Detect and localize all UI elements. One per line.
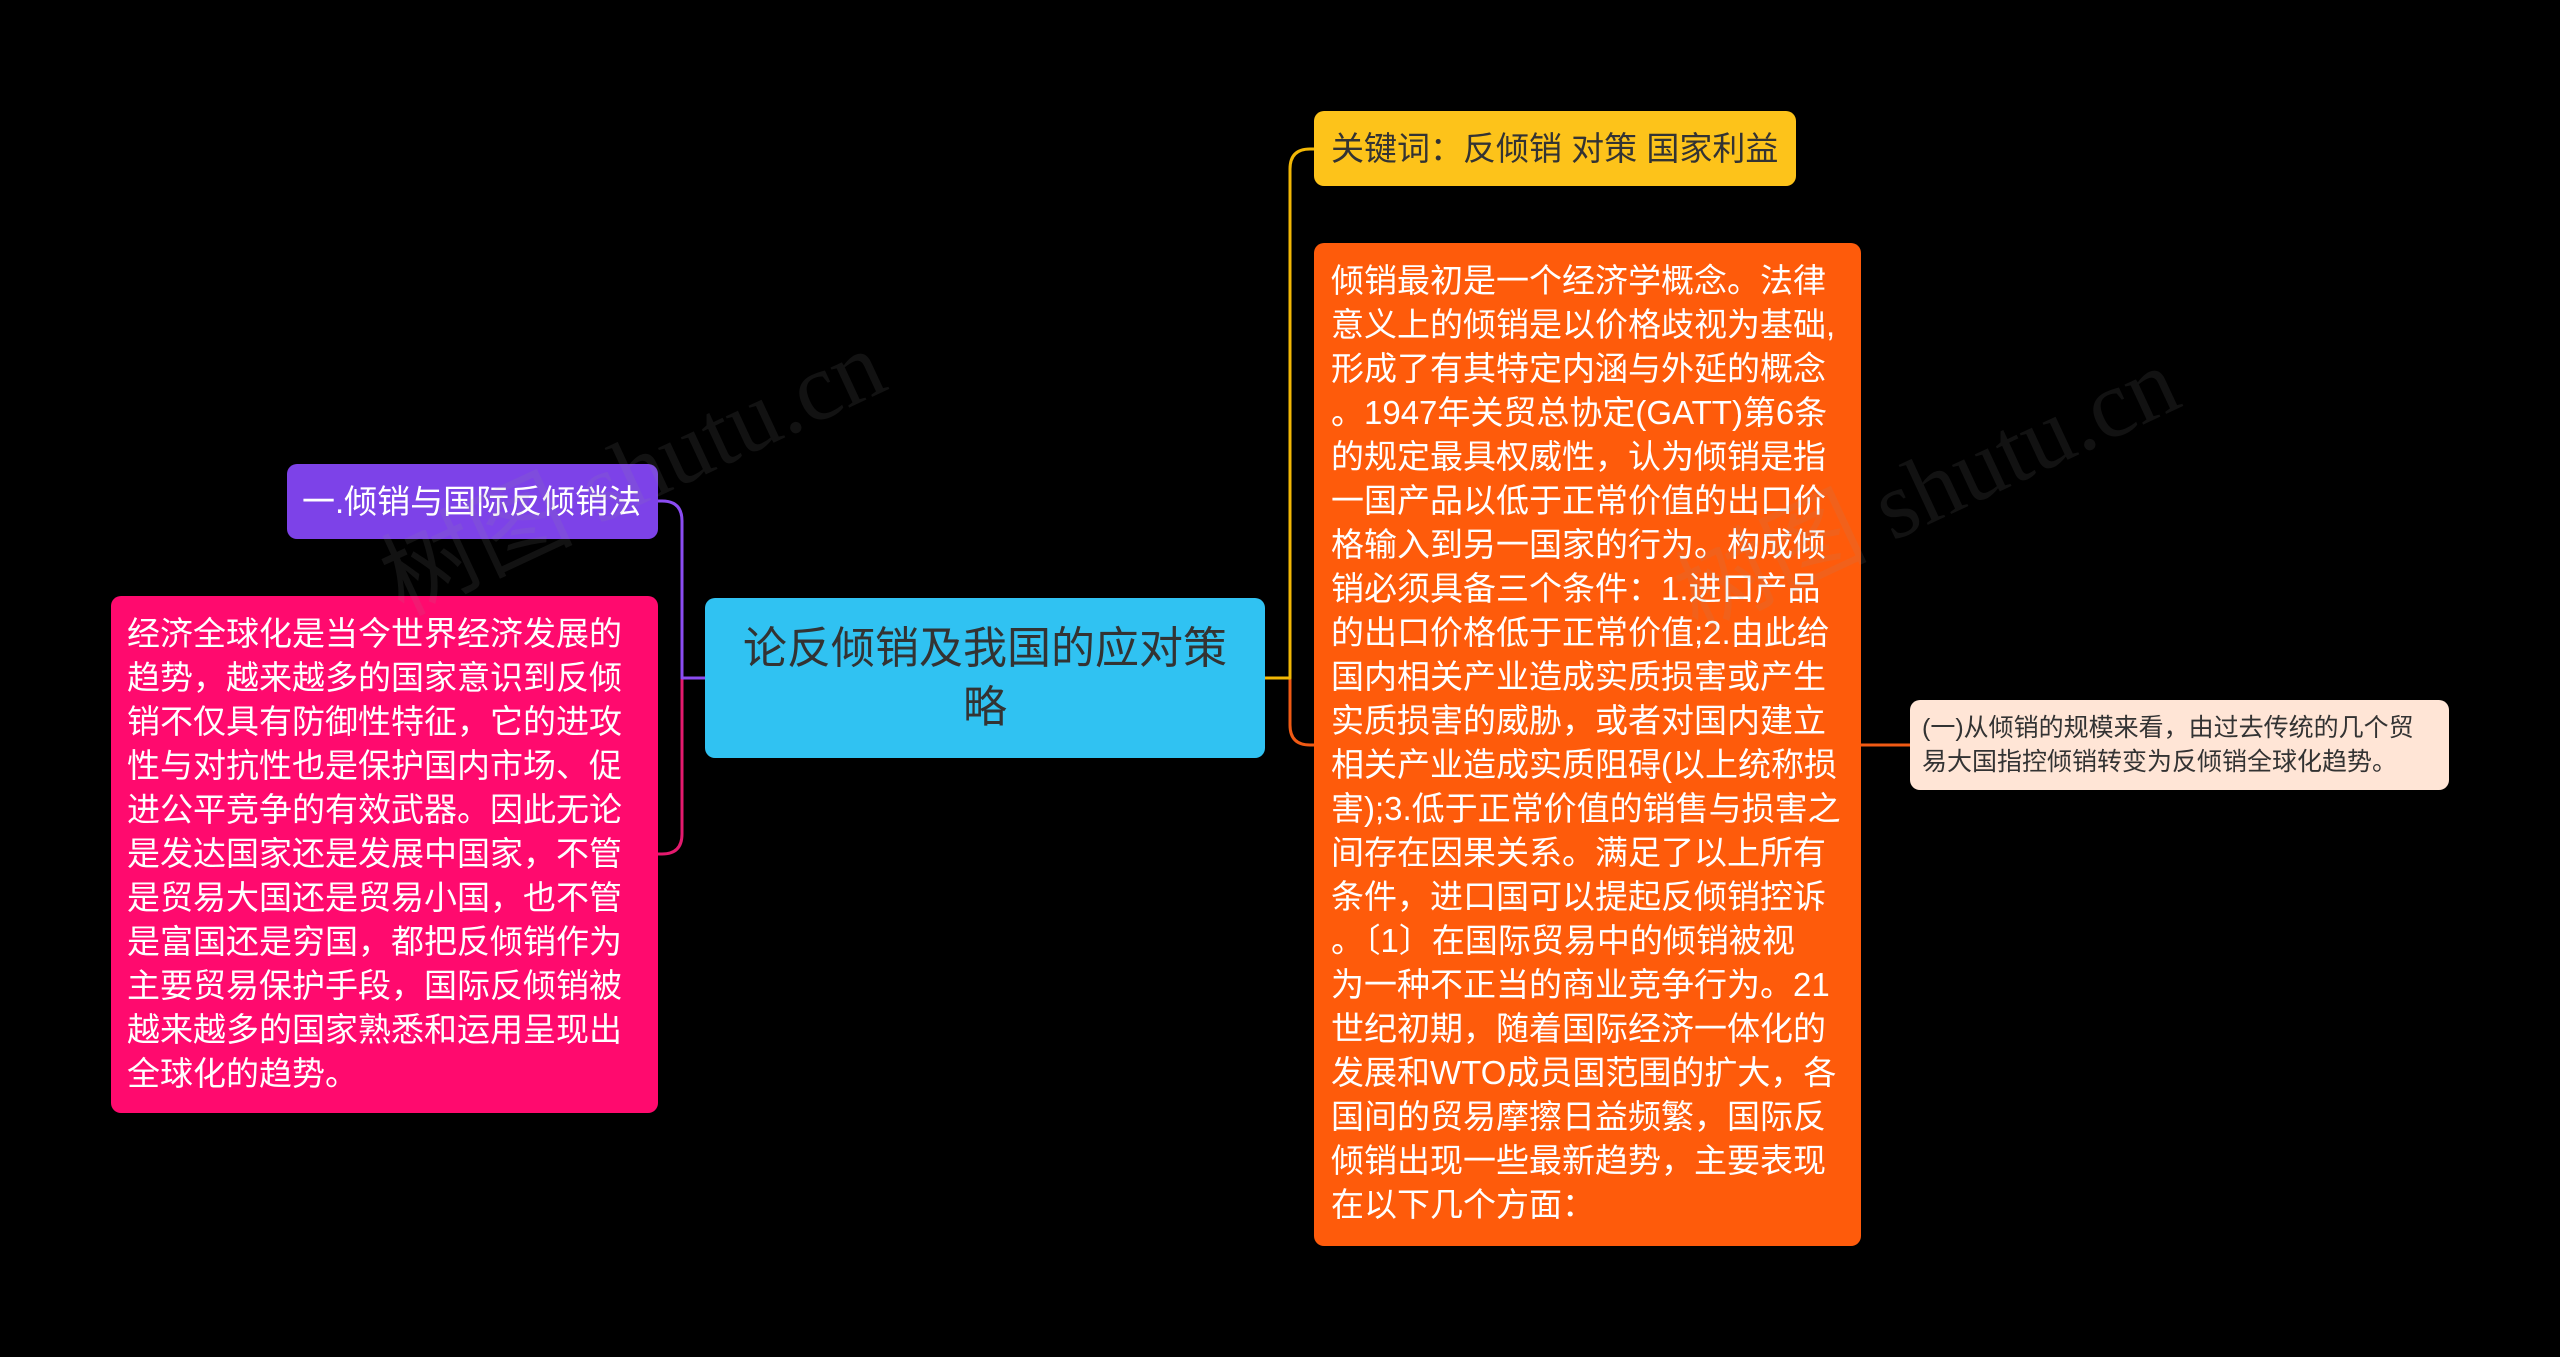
connector-root-to-keywords [1263,147,1316,680]
root-node[interactable]: 论反倾销及我国的应对策略 [705,598,1265,758]
text-line: 易大国指控倾销转变为反倾销全球化趋势。 [1922,748,2398,776]
text-line: 格输入到另一国家的行为。构成倾 [1331,526,1826,563]
text-line: 。1947年关贸总协定(GATT)第6条 [1331,394,1828,431]
text-line: 趋势，越来越多的国家意识到反倾 [127,659,622,696]
connector-root-to-pink [656,676,707,856]
text-line: 一国产品以低于正常价值的出口价 [1331,482,1826,519]
text-line: 国间的贸易摩擦日益频繁，国际反 [1331,1098,1826,1135]
text-line: 全球化的趋势。 [127,1055,358,1092]
text-line: 相关产业造成实质阻碍(以上统称损 [1331,746,1837,783]
text-line: 害);3.低于正常价值的销售与损害之 [1331,790,1841,827]
subnode-dumping-scale-trend[interactable]: (一)从倾销的规模来看，由过去传统的几个贸 易大国指控倾销转变为反倾销全球化趋势… [1910,700,2449,790]
branch-node-keywords[interactable]: 关键词：反倾销 对策 国家利益 [1314,111,1796,186]
text-line: 实质损害的威胁，或者对国内建立 [1331,702,1826,739]
text-line: 发展和WTO成员国范围的扩大，各 [1331,1054,1837,1091]
text-line: 销必须具备三个条件：1.进口产品 [1331,570,1821,607]
text-line: 的出口价格低于正常价值;2.由此给 [1331,614,1830,651]
connector-root-to-orange [1263,676,1316,747]
root-title: 论反倾销及我国的应对策略 [743,624,1227,732]
text-line: 性与对抗性也是保护国内市场、促 [127,747,622,784]
text-line: (一)从倾销的规模来看，由过去传统的几个贸 [1922,714,2414,742]
text-line: 进公平竞争的有效武器。因此无论 [127,791,622,828]
text-line: 是富国还是穷国，都把反倾销作为 [127,923,622,960]
text-line: 条件，进口国可以提起反倾销控诉 [1331,878,1826,915]
text-line: 意义上的倾销是以价格歧视为基础, [1331,306,1836,343]
text-line: 销不仅具有防御性特征，它的进攻 [127,703,622,740]
branch-node-dumping-definition[interactable]: 倾销最初是一个经济学概念。法律 意义上的倾销是以价格歧视为基础, 形成了有其特定… [1314,243,1861,1246]
branch-node-globalization[interactable]: 经济全球化是当今世界经济发展的 趋势，越来越多的国家意识到反倾 销不仅具有防御性… [111,596,658,1113]
text-line: 倾销最初是一个经济学概念。法律 [1331,262,1826,299]
text-line: 经济全球化是当今世界经济发展的 [127,615,622,652]
branch-node-dumping-law[interactable]: 一.倾销与国际反倾销法 [287,464,658,539]
text-line: 为一种不正当的商业竞争行为。21 [1331,966,1830,1003]
text-line: 倾销出现一些最新趋势，主要表现 [1331,1142,1826,1179]
text-line: 形成了有其特定内涵与外延的概念 [1331,350,1826,387]
text-line: 是贸易大国还是贸易小国，也不管 [127,879,622,916]
branch-label: 一.倾销与国际反倾销法 [302,482,642,520]
text-line: 越来越多的国家熟悉和运用呈现出 [127,1011,622,1048]
text-line: 在以下几个方面： [1331,1186,1595,1223]
text-line: 世纪初期，随着国际经济一体化的 [1331,1010,1826,1047]
text-line: 是发达国家还是发展中国家，不管 [127,835,622,872]
text-line: 。〔1〕在国际贸易中的倾销被视 [1331,922,1795,959]
connector-root-to-purple [656,499,707,680]
text-line: 的规定最具权威性，认为倾销是指 [1331,438,1826,475]
text-line: 间存在因果关系。满足了以上所有 [1331,834,1826,871]
text-line: 主要贸易保护手段，国际反倾销被 [127,967,622,1004]
keywords-label: 关键词：反倾销 对策 国家利益 [1331,129,1779,167]
text-line: 国内相关产业造成实质损害或产生 [1331,658,1826,695]
